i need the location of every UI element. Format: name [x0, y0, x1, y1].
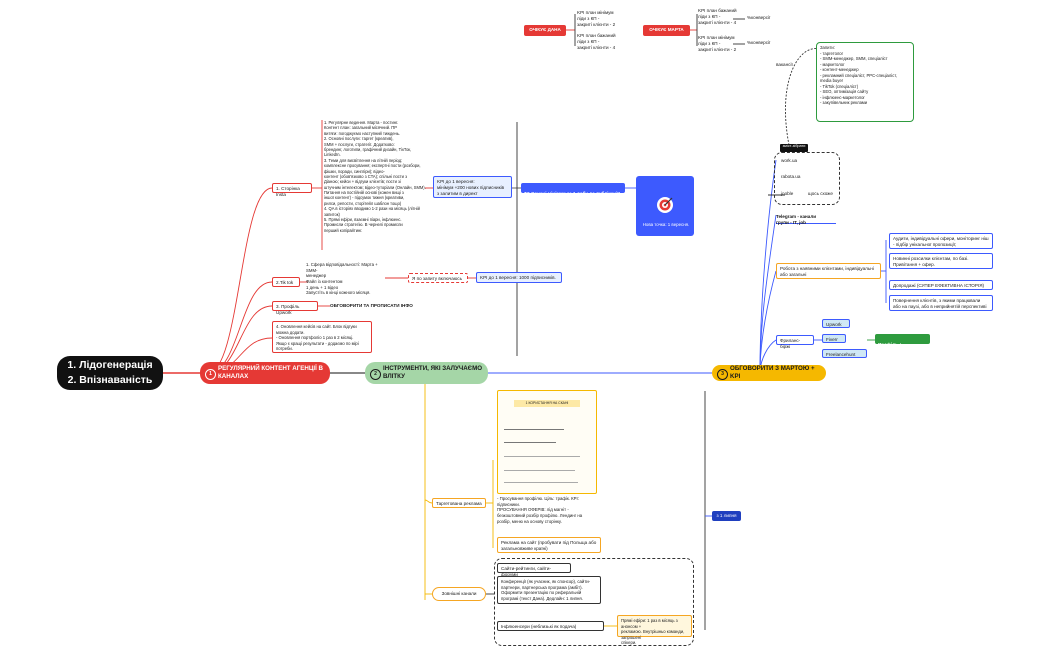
client-newsletters-node[interactable]: Новинні розсилки клієнтам, по базі. Прив… [889, 253, 993, 269]
dana-expectation[interactable]: ОЧІКУЄ ДАНА [524, 25, 566, 36]
july-deadline-text: з 1 липня [716, 512, 737, 518]
doc-lines [504, 420, 590, 493]
portfolio-node[interactable]: Профіль + портфоліо [875, 334, 930, 353]
marta-conversion-1: %конверсії [747, 15, 771, 20]
marta-kpi-minimum: KPI план мінімум ліди з КП - закриті клі… [698, 35, 737, 53]
job-sites-header[interactable]: зміст-зібрати [780, 144, 808, 152]
marta-kpi-desired: KPI план бажаний ліди з КП - закриті клі… [698, 8, 737, 26]
site-cases-node[interactable]: 4. Оновлення кейсів на сайт. Блок відгук… [272, 321, 372, 353]
ad-document-preview: 1 КОРИСТАННЯ НА СКАНІ [497, 390, 597, 494]
job-sites-group [774, 152, 840, 205]
conferences-node[interactable]: Конференції (як учасник, як спонсор), са… [497, 576, 601, 604]
target-milestone-node[interactable]: Нова точка: 1 вересня. [636, 176, 694, 236]
job-site-rabotaua[interactable]: rabota.ua [781, 174, 801, 179]
tiktok-node[interactable]: 2.Tik tok [272, 277, 300, 287]
external-channels-node[interactable]: Зовнішні канали [432, 587, 486, 601]
job-site-workua[interactable]: work.ua [781, 158, 798, 163]
tiktok-on-request-node[interactable]: Я по запиту включаюсь [408, 273, 468, 283]
branch-content-channels[interactable]: 1 РЕГУЛЯРНИЙ КОНТЕНТ АГЕНЦІЇ В КАНАЛАХ [200, 362, 330, 384]
tz-deadline-node[interactable]: ТЗ Оснані мінімум за 1 добу до публікаці… [521, 183, 625, 197]
branch-tools-label: ІНСТРУМЕНТИ, ЯКІ ЗАЛУЧАЄМО ВЛІТКУ [383, 365, 483, 380]
tiktok-description: 1. Сфера відповідальності: Марта + SMM- … [306, 262, 378, 296]
targeted-ads-node[interactable]: Таргетована реклама [432, 498, 486, 508]
freelance-freelancehunt[interactable]: Freelancehunt [822, 349, 867, 358]
root-node[interactable]: 1. Лідогенерація 2. Впізнаваність [57, 356, 163, 390]
dana-kpi-desired: KPI план бажаний ліди з КП - закриті клі… [577, 33, 616, 51]
tiktok-kpi-node[interactable]: KPI до 1 вересня: 1000 підписників. [476, 272, 562, 283]
client-audits-node[interactable]: Аудити, індивідуальні офери, моніторинг … [889, 233, 993, 249]
kpi-insta-node[interactable]: KPI до 1 вересня: мінімум +200 нових під… [433, 176, 512, 198]
branch-discuss-marta[interactable]: 3 ОБГОВОРИТИ З МАРТОЮ + KPI [712, 365, 826, 381]
insta-page-node[interactable]: 1. Сторінка Insta [272, 183, 312, 197]
hiring-link-label: вакансії [776, 62, 793, 67]
external-channels-label: Зовнішні канали [441, 590, 477, 596]
branch-number-1: 1 [205, 368, 216, 380]
insta-description: 1. Регулярне ведення. Марта - постинг. К… [324, 120, 426, 233]
dana-kpi-minimum: KPI план мінімум ліди з КП - закриті клі… [577, 10, 616, 28]
external-channels-group [494, 558, 694, 646]
rating-sites-node[interactable]: Сайти-рейтинги, сайти-форуми [497, 563, 571, 577]
telegram-channels-text: Telegram - канали групи - ІТ, job [776, 214, 817, 226]
hiring-requests-node[interactable]: Запити: - таргетолог - SMM-менеджер, SMM… [816, 42, 914, 122]
influencers-node[interactable]: Інфлюенсери (неблизькі як подача) [497, 621, 604, 631]
portfolio-text: Профіль + портфоліо [878, 342, 903, 354]
branch-discuss-label: ОБГОВОРИТИ З МАРТОЮ + KPI [730, 365, 815, 380]
ad-description: - Просування профілю. Ціль: трафік. КРІ:… [497, 496, 583, 524]
branch-content-label: РЕГУЛЯРНИЙ КОНТЕНТ АГЕНЦІЇ В КАНАЛАХ [218, 365, 324, 380]
upwork-todo-text: ОБГОВОРИТИ ТА ПРОПИСАТИ ІНФО [330, 303, 413, 308]
upwork-profile-node[interactable]: 3. Профіль Upwork [272, 301, 318, 315]
telegram-channels-node[interactable]: Telegram - канали групи - ІТ, job [776, 208, 836, 226]
existing-clients-node[interactable]: Робота з наявними клієнтами, індивідуаль… [776, 263, 881, 279]
live-streams-node[interactable]: Прямі ефіри: 1 раз в місяць з анонсом + … [617, 615, 692, 645]
upsells-node[interactable]: Допродажі (СУПЕР ЕФЕКТИВНА ІСТОРІЯ) [889, 280, 993, 290]
branch-number-2: 2 [370, 368, 381, 380]
site-ads-node[interactable]: Реклама на сайт (пробувати під Польща аб… [497, 537, 601, 553]
marta-conversion-2: %конверсії [747, 40, 771, 45]
branch-number-3: 3 [717, 368, 728, 380]
tz-deadline-text: ТЗ Оснані мінімум за 1 добу до публікаці… [524, 191, 621, 197]
root-line-2: 2. Впізнаваність [67, 374, 153, 386]
freelance-fiverr[interactable]: Fiverr [822, 334, 846, 343]
jooble-note: щось схоже [808, 191, 833, 196]
root-line-1: 1. Лідогенерація [67, 359, 153, 372]
freelance-upwork[interactable]: Upwork [822, 319, 850, 328]
marta-expectation[interactable]: ОЧІКУЄ МАРТА [643, 25, 690, 36]
job-site-jooble[interactable]: jooble [781, 191, 794, 196]
client-return-node[interactable]: Повернення клієнтів, з якими працювали а… [889, 295, 993, 311]
target-icon [656, 190, 674, 214]
freelance-exchanges-node[interactable]: Фриланс-біржі [776, 335, 814, 349]
branch-tools-summer[interactable]: 2 ІНСТРУМЕНТИ, ЯКІ ЗАЛУЧАЄМО ВЛІТКУ [365, 362, 488, 384]
doc-header: 1 КОРИСТАННЯ НА СКАНІ [514, 400, 580, 407]
july-deadline-node[interactable]: з 1 липня [712, 511, 741, 521]
target-caption: Нова точка: 1 вересня. [642, 222, 690, 227]
